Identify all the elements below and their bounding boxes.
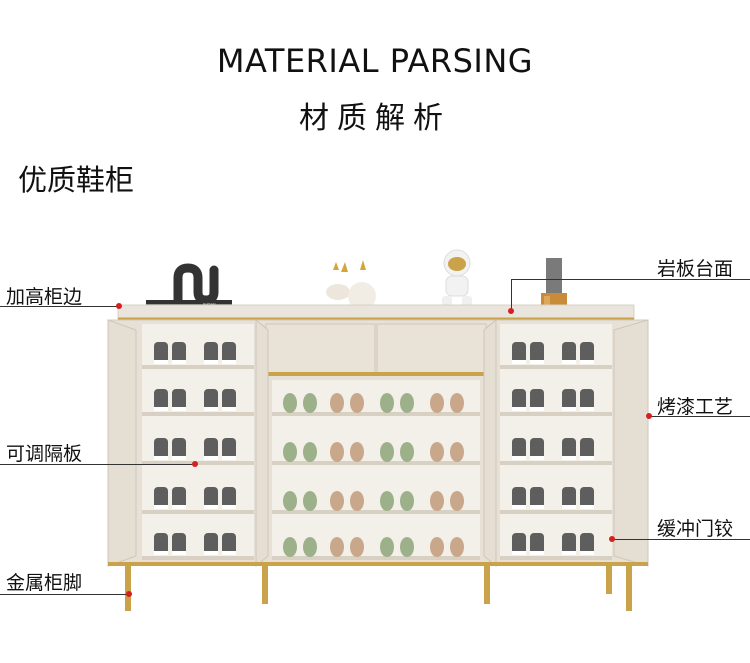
callout-hinge-label: 缓冲门铰 [657, 518, 734, 540]
callout-edge-dot [116, 303, 122, 309]
sneaker-soles [154, 360, 594, 555]
title-zh: 材质解析 [299, 101, 451, 136]
heels [283, 393, 464, 557]
callout-slab-dot [508, 308, 514, 314]
callout-hinge-dot [609, 536, 615, 542]
callout-paint-dot [646, 413, 652, 419]
callout-slab-vline [511, 279, 512, 311]
vase-u-decor [173, 263, 219, 305]
callout-slab-line [511, 279, 750, 280]
callout-leg-dot [126, 591, 132, 597]
title-en: MATERIAL PARSING [216, 42, 534, 80]
decor-group: NOW [146, 249, 567, 317]
callout-shelf-label: 可调隔板 [6, 443, 83, 465]
sneakers [154, 342, 594, 555]
callout-hinge-line [612, 539, 750, 540]
shelves [142, 365, 612, 560]
top-slab [117, 304, 635, 320]
drawer-right [376, 323, 487, 375]
callout-shelf-dot [192, 461, 198, 467]
doors [107, 318, 649, 568]
callout-edge-line [0, 306, 120, 307]
callout-leg-label: 金属柜脚 [6, 572, 83, 594]
callout-paint-label: 烤漆工艺 [657, 396, 734, 418]
legs [125, 566, 632, 611]
callout-shelf-line [0, 464, 196, 465]
callout-leg-line [0, 594, 130, 595]
drawer-left [265, 323, 376, 375]
callout-slab-label: 岩板台面 [657, 258, 734, 280]
product-name: 优质鞋柜 [18, 163, 135, 197]
deer-decor [326, 284, 350, 300]
callout-edge-label: 加高柜边 [6, 286, 83, 308]
astronaut-decor [442, 249, 472, 310]
callout-paint-line [650, 416, 750, 417]
